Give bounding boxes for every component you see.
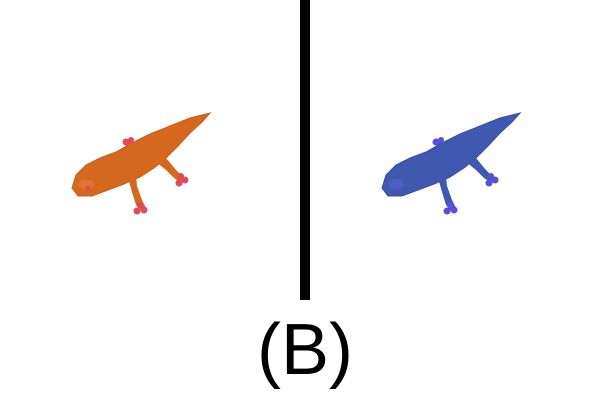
gecko-left-figure (71, 112, 212, 215)
left-panel (0, 0, 300, 300)
gecko-icon (381, 112, 522, 215)
right-panel (310, 0, 610, 300)
figure-caption: (B) (257, 310, 353, 390)
gecko-right-figure (381, 112, 522, 215)
gecko-icon (71, 112, 212, 215)
vertical-divider (300, 0, 310, 300)
